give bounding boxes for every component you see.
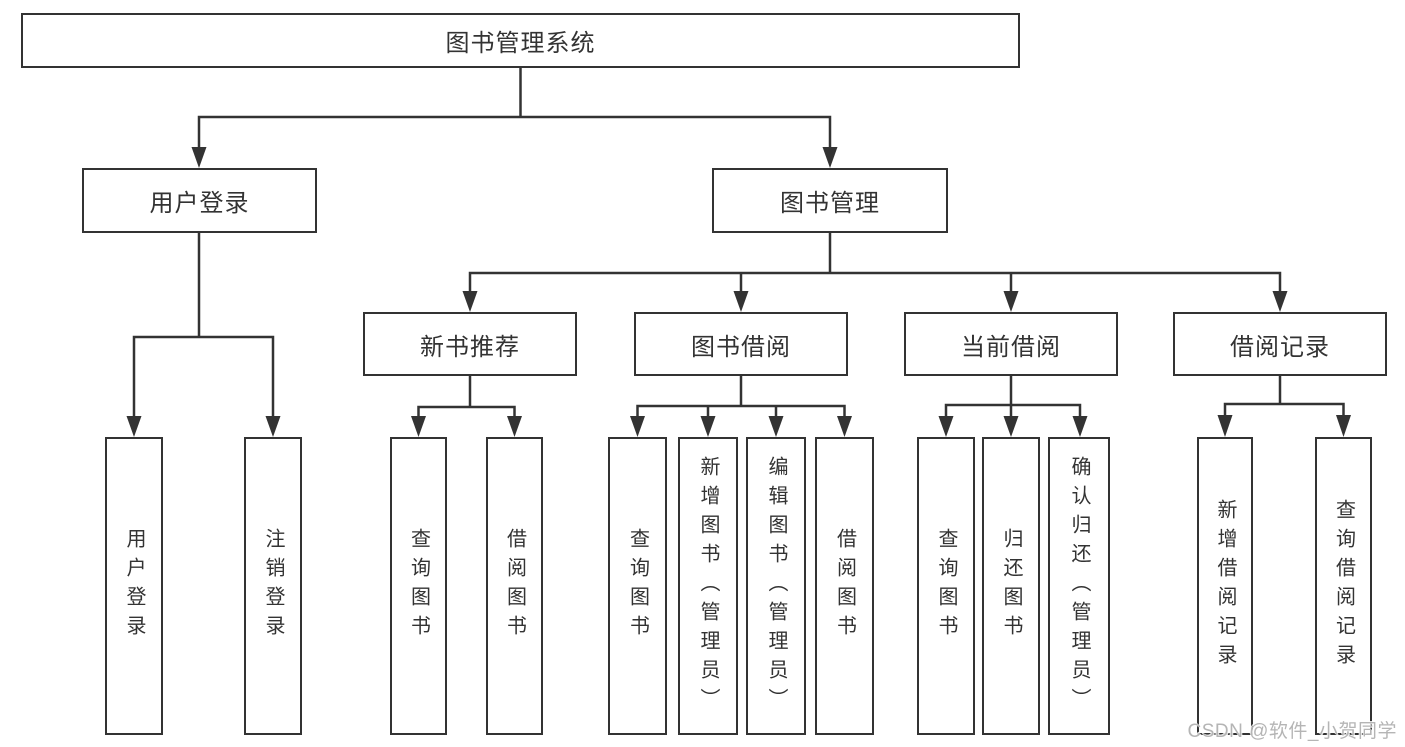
node-borrowing-records: 借阅记录 [1173, 312, 1387, 376]
node-current-confirm-return: 确认归还（管理员） [1048, 437, 1110, 735]
node-logout: 注销登录 [244, 437, 302, 735]
watermark: CSDN @软件_小贺同学 [1187, 721, 1397, 742]
node-book-borrowing: 图书借阅 [634, 312, 848, 376]
node-new-book-recommend: 新书推荐 [363, 312, 577, 376]
node-records-add-record: 新增借阅记录 [1197, 437, 1253, 735]
node-user-login-branch: 用户登录 [82, 168, 317, 233]
node-borrowing-edit-books: 编辑图书（管理员） [746, 437, 806, 735]
node-book-management: 图书管理 [712, 168, 948, 233]
node-root: 图书管理系统 [21, 13, 1020, 68]
node-recommend-borrow-books: 借阅图书 [486, 437, 543, 735]
node-borrowing-borrow-books: 借阅图书 [815, 437, 874, 735]
node-current-query-books: 查询图书 [917, 437, 975, 735]
node-records-query-record: 查询借阅记录 [1315, 437, 1372, 735]
node-user-login: 用户登录 [105, 437, 163, 735]
node-borrowing-add-books: 新增图书（管理员） [678, 437, 738, 735]
node-borrowing-query-books: 查询图书 [608, 437, 667, 735]
node-current-borrowing: 当前借阅 [904, 312, 1118, 376]
node-recommend-query-books: 查询图书 [390, 437, 447, 735]
node-current-return-books: 归还图书 [982, 437, 1040, 735]
